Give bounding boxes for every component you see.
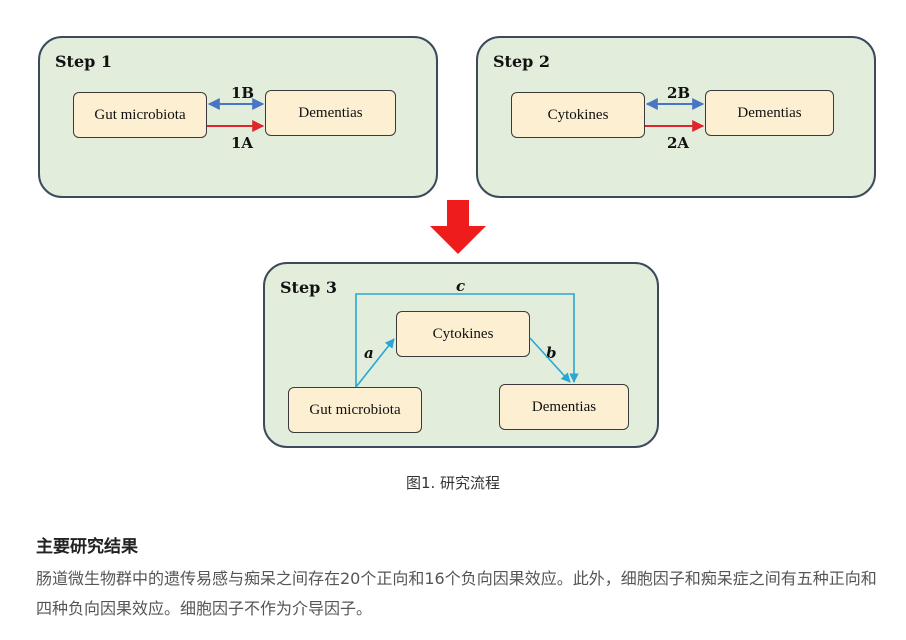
step3-path-c-label: c [456, 277, 466, 295]
step3-path-c-arrow [355, 293, 579, 387]
step2-reverse-label: 2B [667, 84, 691, 102]
step3-mediator-node: Cytokines [396, 311, 530, 357]
step3-path-b-arrow [529, 337, 571, 383]
step3-title: Step 3 [280, 278, 338, 297]
step3-path-b-label: b [546, 344, 557, 362]
step2-title: Step 2 [493, 52, 551, 71]
step1-forward-label: 1A [231, 134, 254, 152]
results-paragraph: 肠道微生物群中的遗传易感与痴呆之间存在20个正向和16个负向因果效应。此外，细胞… [36, 569, 877, 618]
step2-forward-label: 2A [667, 134, 690, 152]
step3-path-a-arrow [355, 338, 395, 388]
step3-path-a-label: a [364, 344, 374, 362]
step2-exposure-node: Cytokines [511, 92, 645, 138]
figure-caption: 图1. 研究流程 [405, 474, 501, 492]
step1-outcome-node: Dementias [265, 90, 396, 136]
step3-exposure-node: Gut microbiota [288, 387, 422, 433]
step1-title: Step 1 [55, 52, 113, 71]
step1-exposure-node: Gut microbiota [73, 92, 207, 138]
step1-reverse-label: 1B [231, 84, 255, 102]
figure-arrows [207, 98, 705, 388]
results-heading: 主要研究结果 [36, 537, 138, 557]
step3-outcome-node: Dementias [499, 384, 629, 430]
step2-outcome-node: Dementias [705, 90, 834, 136]
big-down-arrow [430, 200, 486, 254]
